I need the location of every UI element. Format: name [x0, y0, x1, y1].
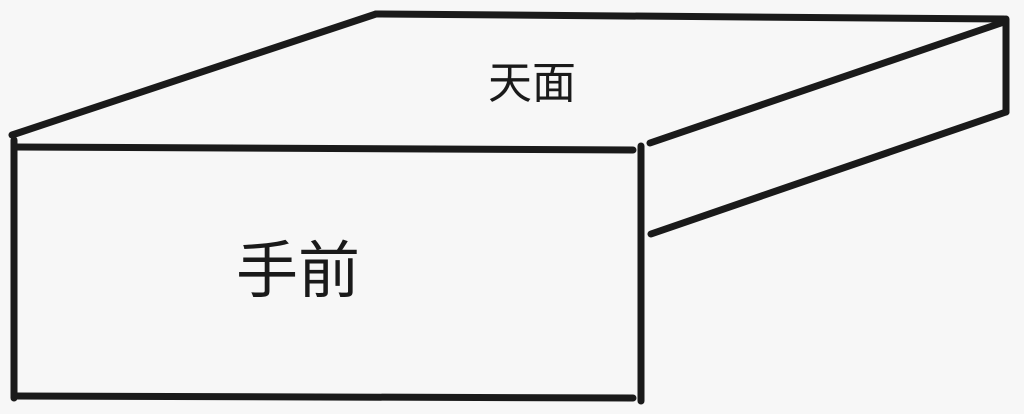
front-top-edge: [10, 143, 637, 154]
top-right-slant-edge: [646, 18, 1008, 147]
top-back-edge: [372, 10, 1008, 23]
front-face-label: 手前: [236, 234, 361, 307]
side-bottom-slant-edge: [647, 108, 1010, 238]
top-face-label: 天面: [488, 58, 576, 109]
top-left-slant-edge: [8, 10, 380, 139]
front-bottom-edge: [10, 392, 637, 402]
